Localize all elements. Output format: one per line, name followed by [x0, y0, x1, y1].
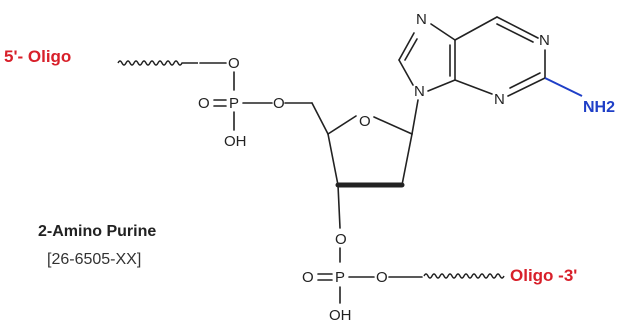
bond-c6-n1: [496, 16, 539, 39]
bond-n3-c4: [454, 79, 493, 95]
five-prime-oligo-label: 5'- Oligo: [4, 47, 71, 66]
bond-o4-c1: [373, 116, 413, 135]
bond-c4-o4: [327, 115, 357, 135]
atom-p-3prime: P: [335, 269, 345, 286]
three-prime-oligo-label: Oligo -3': [510, 266, 577, 285]
atom-n7: N: [416, 11, 427, 28]
bond-n9-c4: [427, 79, 456, 92]
amine-label: NH2: [583, 99, 615, 116]
bond-c5-c6: [454, 16, 498, 41]
atom-n9: N: [414, 83, 425, 100]
bond-n7-c5: [430, 23, 456, 41]
atom-oh-3prime: OH: [329, 307, 352, 324]
bond-c8-n7-double: [404, 38, 418, 61]
bond-n9-c8: [398, 59, 414, 86]
atom-n1: N: [539, 32, 550, 49]
bond-c2-n3-double: [509, 72, 541, 89]
bond-c2-nh2: [544, 77, 583, 97]
atom-o-ring: O: [359, 113, 371, 130]
wavy-linker-5prime: [117, 60, 198, 66]
atom-o-3prime: O: [335, 231, 347, 248]
bond-c1-n9: [411, 99, 419, 135]
bond-c2-n3: [507, 77, 546, 97]
atom-o-ester-5prime: O: [273, 95, 285, 112]
atom-o-5prime: O: [228, 55, 240, 72]
bond-c6-n1-double: [496, 23, 534, 43]
bond-c4-c3: [327, 133, 339, 186]
atom-o-double-3prime: O: [302, 269, 314, 286]
atom-o-double-5prime: O: [198, 95, 210, 112]
catalog-number: [26-6505-XX]: [47, 251, 141, 268]
atom-n3: N: [494, 91, 505, 108]
bond-c8-n7: [398, 32, 415, 61]
bond-c5-c4: [311, 102, 329, 135]
atom-p-5prime: P: [229, 95, 239, 112]
atom-oh-5prime: OH: [224, 133, 247, 150]
bond-c3-o3: [337, 184, 341, 229]
atom-o-ester-3prime: O: [376, 269, 388, 286]
wavy-linker-3prime: [423, 273, 505, 279]
compound-title: 2-Amino Purine: [38, 223, 156, 240]
bond-c1-c2: [401, 133, 413, 186]
